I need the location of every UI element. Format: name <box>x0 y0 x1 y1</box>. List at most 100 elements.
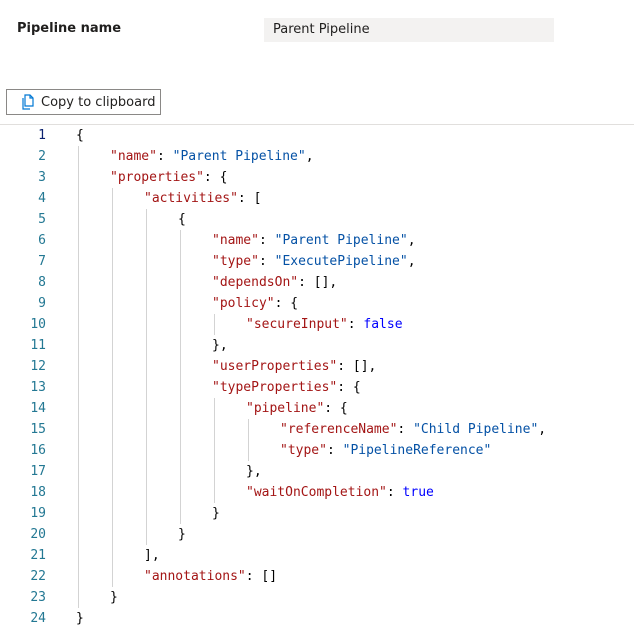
json-key: "properties" <box>110 170 204 185</box>
line-number: 23 <box>30 590 46 605</box>
indent-guide <box>78 398 79 419</box>
code-text: "dependsOn": [], <box>212 272 337 293</box>
json-punctuation: : [], <box>298 275 338 290</box>
indent-guide <box>180 482 181 503</box>
indent-guide <box>78 188 79 209</box>
indent-guide <box>146 251 147 272</box>
indent-guide <box>112 209 113 230</box>
indent-guide <box>112 482 113 503</box>
json-punctuation: : [], <box>337 359 377 374</box>
json-punctuation: : <box>258 233 275 248</box>
code-text: }, <box>212 335 228 356</box>
indent-guide <box>146 293 147 314</box>
code-text: }, <box>246 461 262 482</box>
json-string: "Parent Pipeline" <box>172 149 306 164</box>
pipeline-name-field[interactable]: Parent Pipeline <box>264 18 554 42</box>
indent-guide <box>180 398 181 419</box>
json-boolean: true <box>402 485 434 500</box>
code-line: 7"type": "ExecutePipeline", <box>0 251 634 272</box>
line-number: 17 <box>30 464 46 479</box>
indent-guide <box>112 566 113 587</box>
copy-icon <box>21 94 35 110</box>
indent-guide <box>78 503 79 524</box>
indent-guide <box>78 314 79 335</box>
json-punctuation: ], <box>144 548 160 563</box>
json-punctuation: : <box>397 422 414 437</box>
line-number: 13 <box>30 380 46 395</box>
code-line: 1{ <box>0 125 634 146</box>
line-number: 19 <box>30 506 46 521</box>
line-number: 8 <box>38 275 46 290</box>
indent-guide <box>180 419 181 440</box>
code-line: 8 "dependsOn": [], <box>0 272 634 293</box>
line-number: 22 <box>30 569 46 584</box>
copy-to-clipboard-button[interactable]: Copy to clipboard <box>6 89 161 115</box>
json-punctuation: : <box>347 317 364 332</box>
code-text: { <box>76 125 84 146</box>
line-number: 21 <box>30 548 46 563</box>
code-line: 20} <box>0 524 634 545</box>
indent-guide <box>78 587 79 608</box>
json-key: "dependsOn" <box>212 275 299 290</box>
indent-guide <box>78 209 79 230</box>
line-number: 4 <box>38 191 46 206</box>
line-number: 12 <box>30 359 46 374</box>
indent-guide <box>78 482 79 503</box>
copy-button-label: Copy to clipboard <box>41 94 156 110</box>
pipeline-name-label: Pipeline name <box>17 21 122 36</box>
line-number: 9 <box>38 296 46 311</box>
code-line: 16"type": "PipelineReference" <box>0 440 634 461</box>
json-code-editor[interactable]: 1{2"name": "Parent Pipeline",3"propertie… <box>0 124 634 633</box>
json-punctuation: : <box>258 254 275 269</box>
indent-guide <box>248 440 249 461</box>
json-key: "referenceName" <box>280 422 398 437</box>
indent-guide <box>112 398 113 419</box>
indent-guide <box>146 356 147 377</box>
indent-guide <box>214 419 215 440</box>
json-string: "PipelineReference" <box>342 443 492 458</box>
json-punctuation: } <box>178 527 186 542</box>
json-punctuation: : { <box>203 170 228 185</box>
code-line: 6"name": "Parent Pipeline", <box>0 230 634 251</box>
json-key: "secureInput" <box>246 317 348 332</box>
indent-guide <box>180 335 181 356</box>
code-line: 14"pipeline": { <box>0 398 634 419</box>
code-line: 3 "properties": { <box>0 167 634 188</box>
code-line: 17}, <box>0 461 634 482</box>
json-punctuation: , <box>407 233 416 248</box>
indent-guide <box>180 461 181 482</box>
indent-guide <box>180 293 181 314</box>
code-line: 19} <box>0 503 634 524</box>
indent-guide <box>146 377 147 398</box>
code-line: 5{ <box>0 209 634 230</box>
indent-guide <box>146 314 147 335</box>
line-number: 3 <box>38 170 46 185</box>
json-punctuation: : <box>386 485 403 500</box>
code-text: "activities": [ <box>144 188 261 209</box>
indent-guide <box>78 230 79 251</box>
code-text: "name": "Parent Pipeline", <box>212 230 416 251</box>
code-line: 13"typeProperties": { <box>0 377 634 398</box>
indent-guide <box>78 356 79 377</box>
json-key: "type" <box>212 254 259 269</box>
code-text: "referenceName": "Child Pipeline", <box>280 419 546 440</box>
indent-guide <box>112 356 113 377</box>
json-punctuation: : { <box>274 296 299 311</box>
code-text: "type": "PipelineReference" <box>280 440 491 461</box>
indent-guide <box>112 335 113 356</box>
indent-guide <box>78 440 79 461</box>
code-text: { <box>178 209 186 230</box>
code-text: "annotations": [] <box>144 566 277 587</box>
json-key: "activities" <box>144 191 238 206</box>
json-punctuation: : <box>156 149 173 164</box>
json-key: "name" <box>110 149 157 164</box>
indent-guide <box>146 398 147 419</box>
indent-guide <box>112 524 113 545</box>
indent-guide <box>112 419 113 440</box>
json-punctuation: } <box>110 590 118 605</box>
line-number: 24 <box>30 611 46 626</box>
code-line: 23} <box>0 587 634 608</box>
json-punctuation: }, <box>212 338 228 353</box>
json-punctuation: : [ <box>237 191 262 206</box>
indent-guide <box>78 545 79 566</box>
